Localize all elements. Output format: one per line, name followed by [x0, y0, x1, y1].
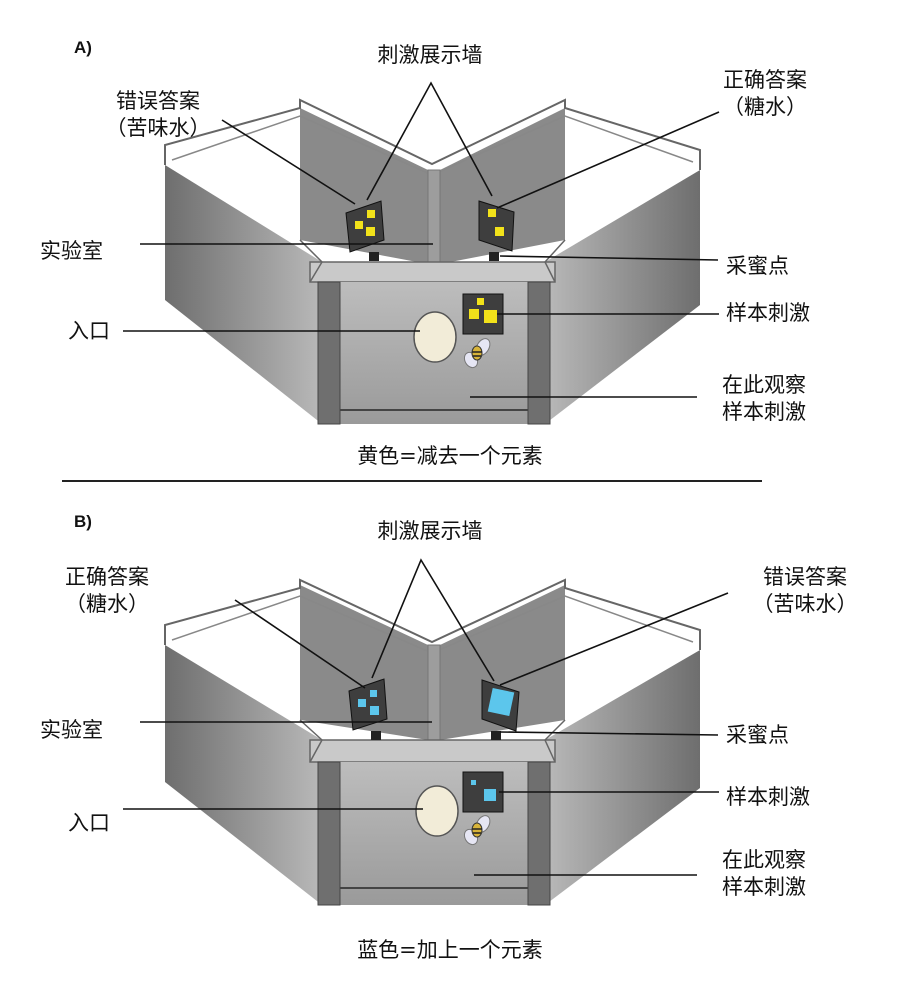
- feeder-right: [491, 731, 501, 740]
- left-answer-label: 错误答案 （苦味水）: [78, 88, 238, 142]
- wall-title-label: 刺激展示墙: [377, 519, 483, 543]
- feeder-label: 采蜜点: [726, 723, 789, 747]
- observe-label: 在此观察 样本刺激: [722, 372, 806, 426]
- caption: 蓝色=加上一个元素: [357, 938, 543, 962]
- bee-icon: [463, 338, 491, 369]
- left-answer-line-1: 正确答案: [65, 565, 149, 589]
- leader-lines: [123, 558, 729, 876]
- sample-label: 样本刺激: [726, 301, 810, 325]
- stimulus-element: [370, 706, 379, 715]
- side-wall-right: [545, 650, 700, 905]
- back-wall-right: [440, 108, 565, 264]
- right-answer-label: 错误答案 （苦味水）: [725, 564, 885, 618]
- entrance-hole: [413, 311, 457, 363]
- stimulus-element: [488, 209, 496, 217]
- right-answer-line-2: （糖水）: [723, 95, 807, 119]
- sample-label: 样本刺激: [726, 785, 810, 809]
- entrance-label: 入口: [68, 811, 110, 835]
- stimulus-element: [471, 780, 476, 785]
- right-answer-line-2: （苦味水）: [752, 592, 858, 616]
- panel-letter: A): [74, 38, 92, 57]
- right-answer-line-1: 错误答案: [763, 565, 847, 589]
- center-divider: [427, 169, 441, 265]
- observe-line-2: 样本刺激: [722, 875, 806, 899]
- side-wall-right: [545, 170, 700, 424]
- panel-a: A) 刺激展示墙 错误答案 （苦味水） 正确答案 （糖水） 实验室 采蜜点 样本…: [0, 0, 900, 480]
- sample-stimulus-card: [462, 771, 504, 813]
- left-answer-line-1: 错误答案: [116, 89, 200, 113]
- right-answer-label: 正确答案 （糖水）: [690, 67, 840, 121]
- back-wall-left: [300, 585, 428, 740]
- left-answer-line-2: （糖水）: [65, 592, 149, 616]
- stimulus-element: [484, 789, 496, 801]
- feeder-left: [371, 731, 381, 740]
- right-answer-line-1: 正确答案: [723, 68, 807, 92]
- feeder-label: 采蜜点: [726, 254, 789, 278]
- pillar-right: [527, 761, 551, 906]
- stimulus-element: [487, 687, 515, 717]
- pillar-right: [527, 281, 551, 425]
- left-answer-line-2: （苦味水）: [105, 116, 211, 140]
- pillar-left: [317, 281, 341, 425]
- stimulus-element: [495, 227, 504, 236]
- stimulus-element: [469, 309, 479, 319]
- rim-outline: [164, 98, 701, 170]
- stimulus-card-left: [348, 678, 388, 731]
- feeder-right: [489, 252, 499, 261]
- rim-outline: [164, 578, 701, 650]
- observe-line-1: 在此观察: [722, 373, 806, 397]
- side-wall-left: [165, 165, 322, 424]
- entrance-label: 入口: [68, 319, 110, 343]
- pillar-left: [317, 761, 341, 906]
- observe-line-2: 样本刺激: [722, 400, 806, 424]
- feeder-left: [369, 252, 379, 261]
- divider-line: [62, 480, 762, 482]
- stimulus-element: [355, 221, 363, 229]
- stimulus-element: [367, 210, 375, 218]
- panel-letter: B): [74, 512, 92, 531]
- maze-diagram-a: [123, 81, 720, 425]
- observe-label: 在此观察 样本刺激: [722, 847, 806, 901]
- panel-b: B) 刺激展示墙 正确答案 （糖水） 错误答案 （苦味水） 实验室 采蜜点 样本…: [0, 500, 900, 1007]
- wall-title-label: 刺激展示墙: [377, 43, 483, 67]
- stimulus-element: [484, 310, 497, 323]
- maze-diagram-b: [123, 558, 729, 906]
- stimulus-element: [366, 227, 375, 236]
- side-wall-left: [165, 645, 322, 905]
- entrance-hole: [415, 785, 459, 837]
- stimulus-element: [358, 699, 366, 707]
- back-wall-right: [440, 585, 565, 740]
- lab-label: 实验室: [40, 718, 103, 742]
- stimulus-element: [477, 298, 484, 305]
- stimulus-card-right: [478, 200, 515, 252]
- center-divider: [427, 644, 441, 741]
- lab-label: 实验室: [40, 239, 103, 263]
- caption: 黄色=减去一个元素: [357, 444, 543, 468]
- left-answer-label: 正确答案 （糖水）: [32, 564, 182, 618]
- observe-line-1: 在此观察: [722, 848, 806, 872]
- stimulus-element: [370, 690, 377, 697]
- back-wall-left: [300, 108, 428, 264]
- bee-icon: [463, 815, 491, 846]
- leader-lines: [123, 81, 720, 398]
